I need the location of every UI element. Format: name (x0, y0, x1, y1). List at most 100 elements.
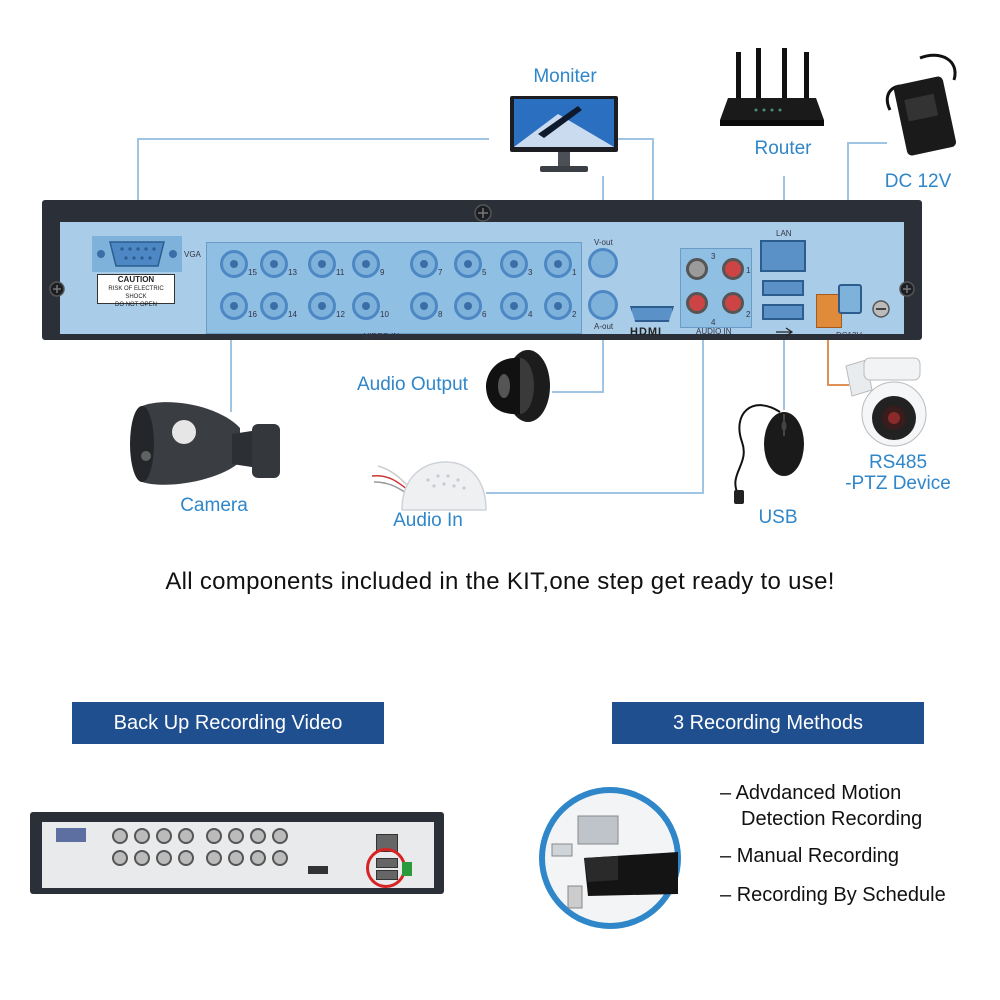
bnc-channel-number: 9 (380, 268, 385, 277)
mouse-icon (734, 404, 804, 504)
caution-line2: DO NOT OPEN (115, 302, 157, 308)
caution-sticker: CAUTION RISK OF ELECTRIC SHOCK DO NOT OP… (97, 274, 175, 308)
method-item: – Recording By Schedule (720, 884, 946, 907)
bnc-video-input-port (454, 292, 482, 320)
camera-line (230, 336, 232, 412)
speaker-icon (486, 350, 550, 422)
power-adapter-icon (886, 53, 957, 156)
bnc-video-input-port (544, 250, 572, 278)
audio-in-line-h (486, 492, 704, 494)
mini-bnc-port (178, 850, 194, 866)
usb-port-1 (762, 280, 804, 296)
caution-title: CAUTION (117, 275, 155, 284)
mini-bnc-port (134, 828, 150, 844)
bnc-video-input-port (220, 292, 248, 320)
bnc-video-input-port (308, 292, 336, 320)
bnc-channel-number: 3 (528, 268, 533, 277)
method-item-line1: Advdanced Motion (735, 782, 902, 804)
rs485-line-h (827, 384, 849, 386)
vga-monitor-line-h (137, 138, 489, 140)
bnc-channel-number: 1 (572, 268, 577, 277)
bnc-video-input-port (454, 250, 482, 278)
mini-bnc-port (156, 850, 172, 866)
vga-monitor-line-v (137, 138, 139, 238)
dc-line-h (847, 142, 887, 144)
lan-port (760, 240, 806, 272)
dc12v-label: DC 12V (884, 171, 952, 192)
aout-label: A-out (594, 322, 614, 331)
screw-icon (899, 281, 915, 297)
screw-icon (49, 281, 65, 297)
video-in-label: VIDEO IN (364, 332, 400, 341)
bnc-video-input-port (220, 250, 248, 278)
mini-bnc-port (250, 850, 266, 866)
mini-bnc-port (206, 828, 222, 844)
mini-bnc-port (156, 828, 172, 844)
bnc-video-input-port (410, 292, 438, 320)
method-item: – Manual Recording (720, 845, 899, 868)
ground-screw-icon (872, 300, 890, 318)
bnc-channel-number: 6 (482, 310, 487, 319)
audio-in-line-v (702, 336, 704, 494)
rs485-label: RS485 (868, 452, 928, 473)
microphone-icon (371, 461, 487, 511)
dash-icon: – (720, 782, 736, 804)
audio-num-1: 1 (746, 266, 751, 275)
bnc-video-input-port (544, 292, 572, 320)
camera-label: Camera (180, 495, 248, 516)
vga-port-icon (92, 236, 182, 272)
monitor-icon (510, 96, 618, 172)
usb-line (783, 340, 785, 410)
usb-drive-closeup-icon (539, 787, 681, 929)
mini-bnc-port (206, 850, 222, 866)
usb-highlight-circle (366, 848, 406, 888)
rs485-terminal (816, 294, 842, 328)
aout-port (588, 290, 618, 320)
mini-bnc-port (228, 828, 244, 844)
bnc-channel-number: 12 (336, 310, 345, 319)
mini-bnc-port (134, 850, 150, 866)
bnc-channel-number: 2 (572, 310, 577, 319)
audio-jack-2 (722, 258, 744, 280)
bnc-video-input-port (260, 250, 288, 278)
bnc-channel-number: 11 (336, 268, 345, 277)
bnc-video-input-port (352, 250, 380, 278)
mini-bnc-port (272, 828, 288, 844)
audio-in-port-label: AUDIO IN (696, 327, 732, 336)
rs485-line-v (827, 334, 829, 386)
backup-banner: Back Up Recording Video (72, 702, 384, 744)
mini-bnc-port (250, 828, 266, 844)
lan-label: LAN (776, 229, 792, 238)
camera-icon (130, 402, 280, 485)
method-item-continuation: Detection Recording (741, 808, 923, 830)
methods-banner: 3 Recording Methods (612, 702, 924, 744)
monitor-label: Moniter (533, 66, 597, 87)
backup-vga-port (56, 828, 86, 842)
bnc-channel-number: 15 (248, 268, 257, 277)
dash-icon: – (720, 884, 737, 906)
audio-jack-4 (722, 292, 744, 314)
usb-port-2 (762, 304, 804, 320)
bnc-channel-number: 4 (528, 310, 533, 319)
hdmi-port (630, 306, 674, 322)
bnc-channel-number: 13 (288, 268, 297, 277)
method-item-line1: Manual Recording (736, 845, 900, 867)
audio-output-label: Audio Output (357, 374, 468, 395)
audio-num-3: 3 (711, 252, 716, 261)
usb-symbol-icon (776, 327, 794, 337)
mini-bnc-port (112, 828, 128, 844)
hdmi-label: HDMI (630, 326, 663, 338)
vga-port-label: VGA (184, 250, 201, 259)
ptz-device-label: -PTZ Device (845, 473, 951, 494)
bnc-video-input-port (260, 292, 288, 320)
audio-jack-3 (686, 292, 708, 314)
bnc-video-input-port (500, 292, 528, 320)
bnc-video-input-port (352, 292, 380, 320)
screw-icon (474, 204, 492, 222)
kit-tagline: All components included in the KIT,one s… (165, 568, 835, 595)
bnc-video-input-port (410, 250, 438, 278)
method-item: – Advdanced Motion (720, 782, 901, 805)
router-label: Router (754, 138, 812, 159)
backup-terminal (402, 862, 412, 876)
bnc-video-input-port (500, 250, 528, 278)
